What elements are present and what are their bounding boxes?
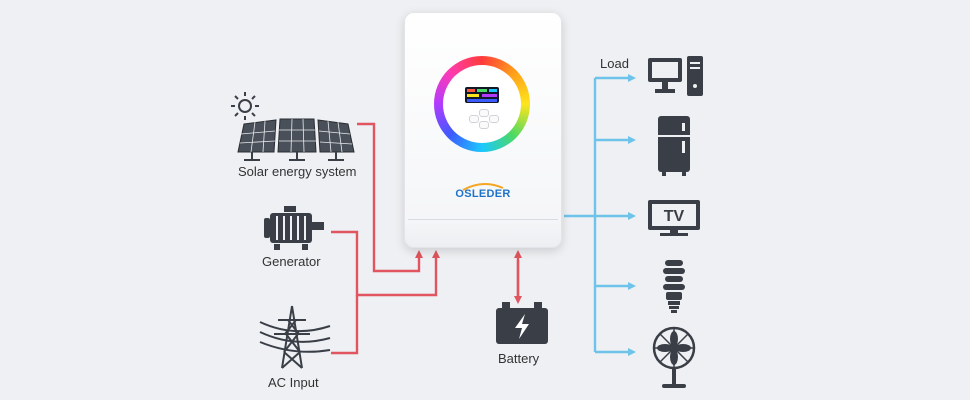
output-lines [564, 74, 636, 356]
fan-icon [652, 326, 696, 388]
generator-icon [264, 206, 324, 250]
light-bulb-icon [663, 260, 685, 313]
computer-icon [648, 56, 703, 96]
tv-text: TV [664, 208, 685, 225]
generator-label: Generator [262, 254, 321, 269]
brand-logo: OSLEDER [455, 188, 511, 200]
battery-icon [496, 302, 548, 344]
brand-swoosh [462, 183, 504, 191]
tv-icon: TV [648, 200, 700, 236]
solar-panel-icon [231, 92, 355, 161]
solar-energy-system-label: Solar energy system [238, 164, 357, 179]
refrigerator-icon [658, 116, 690, 176]
load-label: Load [600, 56, 629, 71]
control-keys [469, 109, 499, 129]
input-lines [331, 122, 522, 355]
battery-label: Battery [498, 351, 540, 366]
power-pylon-icon [259, 305, 331, 369]
panel-seam [408, 219, 558, 220]
inverter-unit: OSLEDER [404, 12, 562, 248]
lcd-screen [465, 87, 499, 103]
rgb-ring-display [434, 56, 530, 152]
solar-input-line [357, 122, 423, 273]
ac-input-label: AC Input [268, 375, 319, 390]
ac-input-line [331, 295, 359, 355]
